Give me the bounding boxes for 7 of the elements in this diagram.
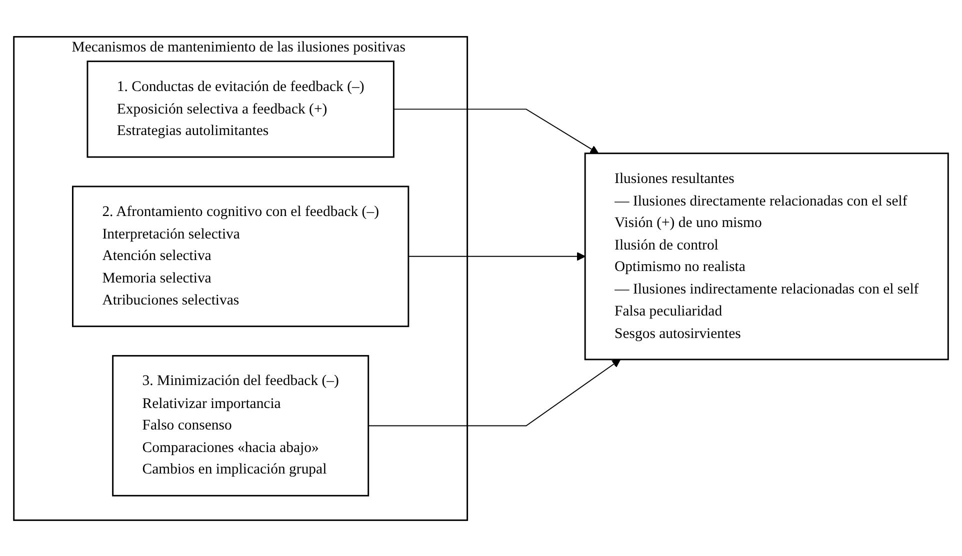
node-box: Ilusiones resultantes — Ilusiones directamente relacionadas con el self Visión (+) de uno mismo Ilusión de control Optimismo no realista — Ilusiones indirectamente relacionadas con el self Falsa peculiaridad Sesgos autosirvientes (584, 152, 949, 360)
node-box: 1. Conductas de evitación de feedback (–) Exposición selectiva a feedback (+) Estrategias autolimitantes (86, 60, 394, 158)
arrow (368, 358, 621, 426)
node-box: 3. Minimización del feedback (–) Relativizar importancia Falso consenso Comparaciones «hacia abajo» Cambios en implicación grupal (112, 354, 370, 496)
arrow (408, 252, 586, 260)
node-box: 2. Afrontamiento cognitivo con el feedback (–) Interpretación selectiva Atención selectiva Memoria selectiva Atribuciones selectivas (72, 185, 410, 327)
arrow (393, 108, 599, 154)
